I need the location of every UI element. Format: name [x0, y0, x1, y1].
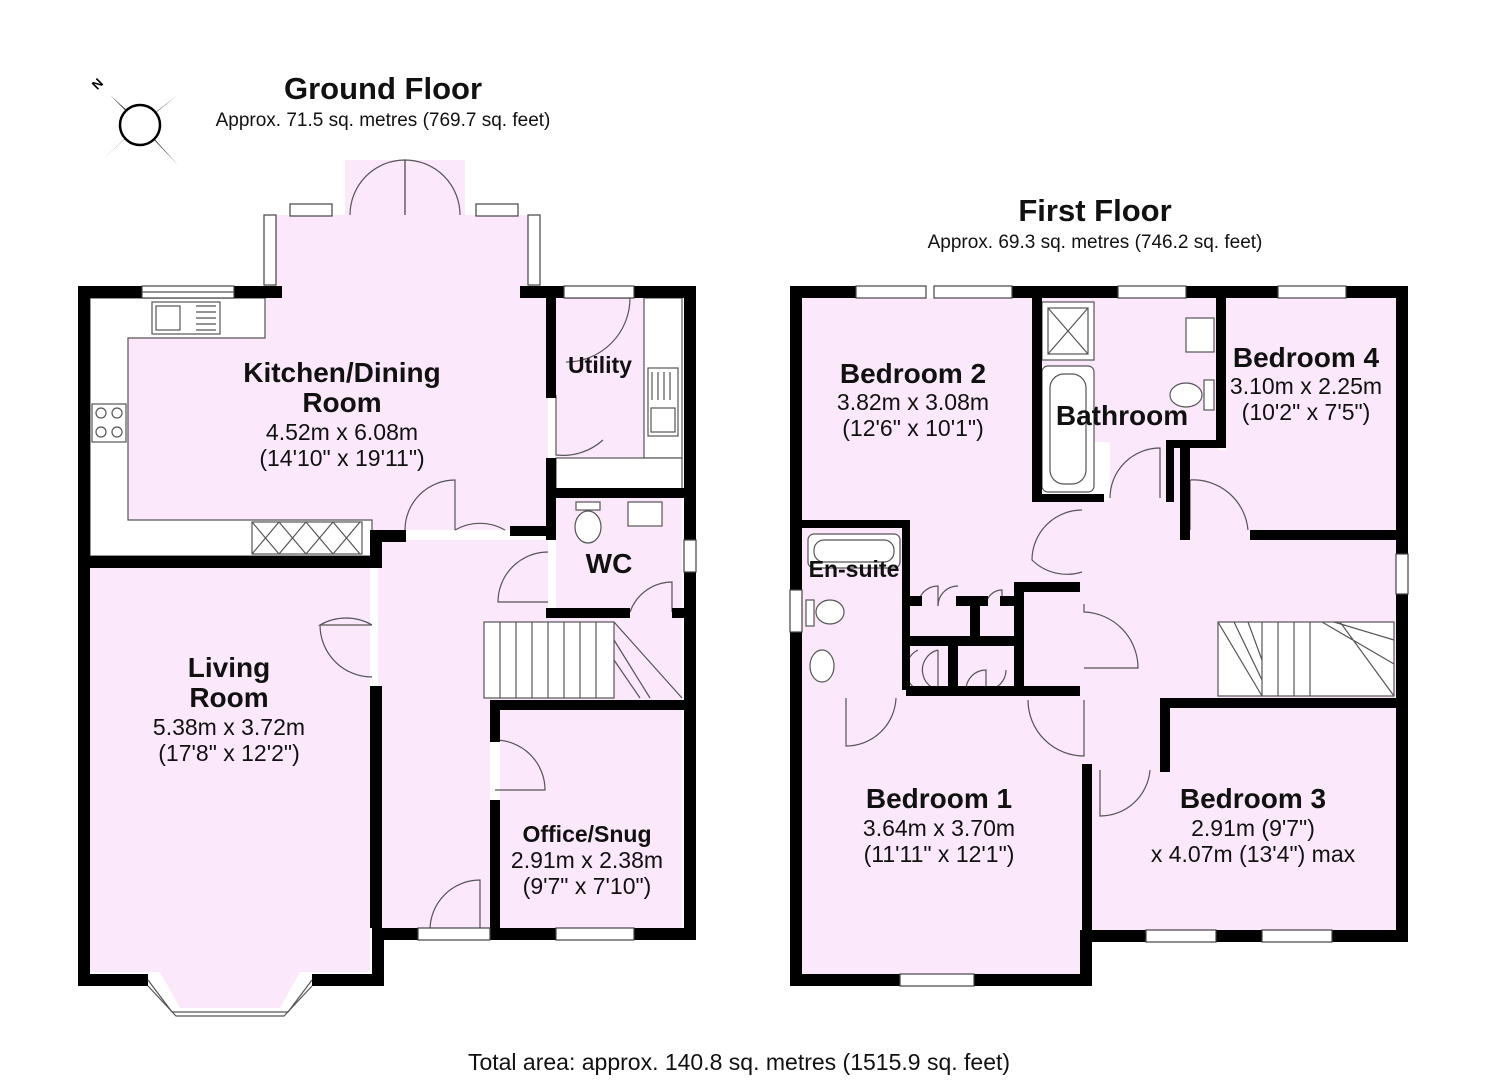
kitchen-name-line2: Room [302, 387, 381, 418]
compass-north-label: N [89, 75, 106, 92]
utility-room [556, 298, 644, 458]
ground-door-swings [317, 159, 673, 931]
utility-name: Utility [568, 352, 632, 378]
living-dim-imperial: (17'8" x 12'2") [158, 740, 299, 766]
first-floor-plan: Bedroom 2 3.82m x 3.08m (12'6" x 10'1") … [789, 285, 1409, 987]
compass-icon: N [89, 75, 178, 165]
ensuite-toilet-icon [815, 599, 845, 625]
ground-floor-plan: Kitchen/Dining Room 4.52m x 6.08m (14'10… [78, 159, 697, 1017]
first-door-swings [845, 447, 1249, 817]
bedroom-4-dim-metric: 3.10m x 2.25m [1230, 373, 1382, 399]
first-floor-stairs [1217, 621, 1395, 697]
office-dim-imperial: (9'7" x 7'10") [523, 873, 652, 899]
office-name: Office/Snug [522, 821, 651, 847]
first-floor-walls [790, 286, 1408, 986]
total-area: Total area: approx. 140.8 sq. metres (15… [468, 1049, 1010, 1075]
ground-stairs-treads [499, 621, 683, 699]
kitchen-units-icon [251, 521, 363, 555]
first-floor-title: First Floor [1018, 193, 1171, 228]
first-floor-windows [789, 285, 1409, 987]
bedroom-2-dim-metric: 3.82m x 3.08m [837, 389, 989, 415]
ground-floor-area: Approx. 71.5 sq. metres (769.7 sq. feet) [216, 110, 551, 131]
office-dim-metric: 2.91m x 2.38m [511, 847, 663, 873]
bedroom-1-room [802, 690, 1086, 974]
ground-floor-title: Ground Floor [284, 71, 482, 106]
living-name-line2: Room [189, 682, 268, 713]
ensuite-basin-icon [809, 649, 835, 683]
bedroom-3-name: Bedroom 3 [1180, 783, 1326, 814]
bathroom-toilet-icon [1169, 382, 1203, 408]
kitchen-name-line1: Kitchen/Dining [243, 357, 441, 388]
bedroom-4-nook [1188, 450, 1228, 532]
kitchen-dining-room [128, 160, 548, 540]
first-stairs-treads [1217, 621, 1395, 697]
bedroom-1-dim-metric: 3.64m x 3.70m [863, 815, 1015, 841]
bedroom-3-room [1086, 708, 1396, 930]
first-floor-area: Approx. 69.3 sq. metres (746.2 sq. feet) [928, 232, 1263, 253]
bedroom-1-name: Bedroom 1 [866, 783, 1012, 814]
ground-floor-windows [141, 203, 697, 1017]
bedroom-3-dim-line2: x 4.07m (13'4") max [1151, 841, 1356, 867]
bedroom-2-name: Bedroom 2 [840, 358, 986, 389]
bedroom-1-dim-imperial: (11'11" x 12'1") [864, 841, 1015, 867]
ground-stairs [483, 621, 615, 699]
bedroom-2-room [802, 298, 1034, 526]
bedroom-4-dim-imperial: (10'2" x 7'5") [1242, 399, 1371, 425]
ensuite-shower-icon [807, 533, 901, 569]
ground-floor-walls [78, 286, 696, 986]
kitchen-dim-metric: 4.52m x 6.08m [266, 419, 418, 445]
utility-counter [555, 457, 683, 491]
kitchen-dim-imperial: (14'10" x 19'11") [259, 445, 424, 471]
living-room [90, 566, 370, 1008]
living-name-line1: Living [188, 652, 270, 683]
bedroom-4-room [1226, 298, 1396, 532]
office-snug-room [500, 710, 682, 930]
living-dim-metric: 5.38m x 3.72m [153, 714, 305, 740]
ensuite-name: En-suite [809, 556, 900, 582]
bedroom-2-dim-imperial: (12'6" x 10'1") [842, 415, 983, 441]
bathroom-name: Bathroom [1056, 400, 1188, 431]
bedroom-4-name: Bedroom 4 [1233, 342, 1380, 373]
bedroom-3-dim-line1: 2.91m (9'7") [1191, 815, 1315, 841]
wc-basin-icon [627, 501, 663, 527]
wc-toilet-icon [574, 510, 602, 544]
wc-name: WC [586, 548, 633, 579]
bathroom-basin-icon [1185, 317, 1215, 353]
